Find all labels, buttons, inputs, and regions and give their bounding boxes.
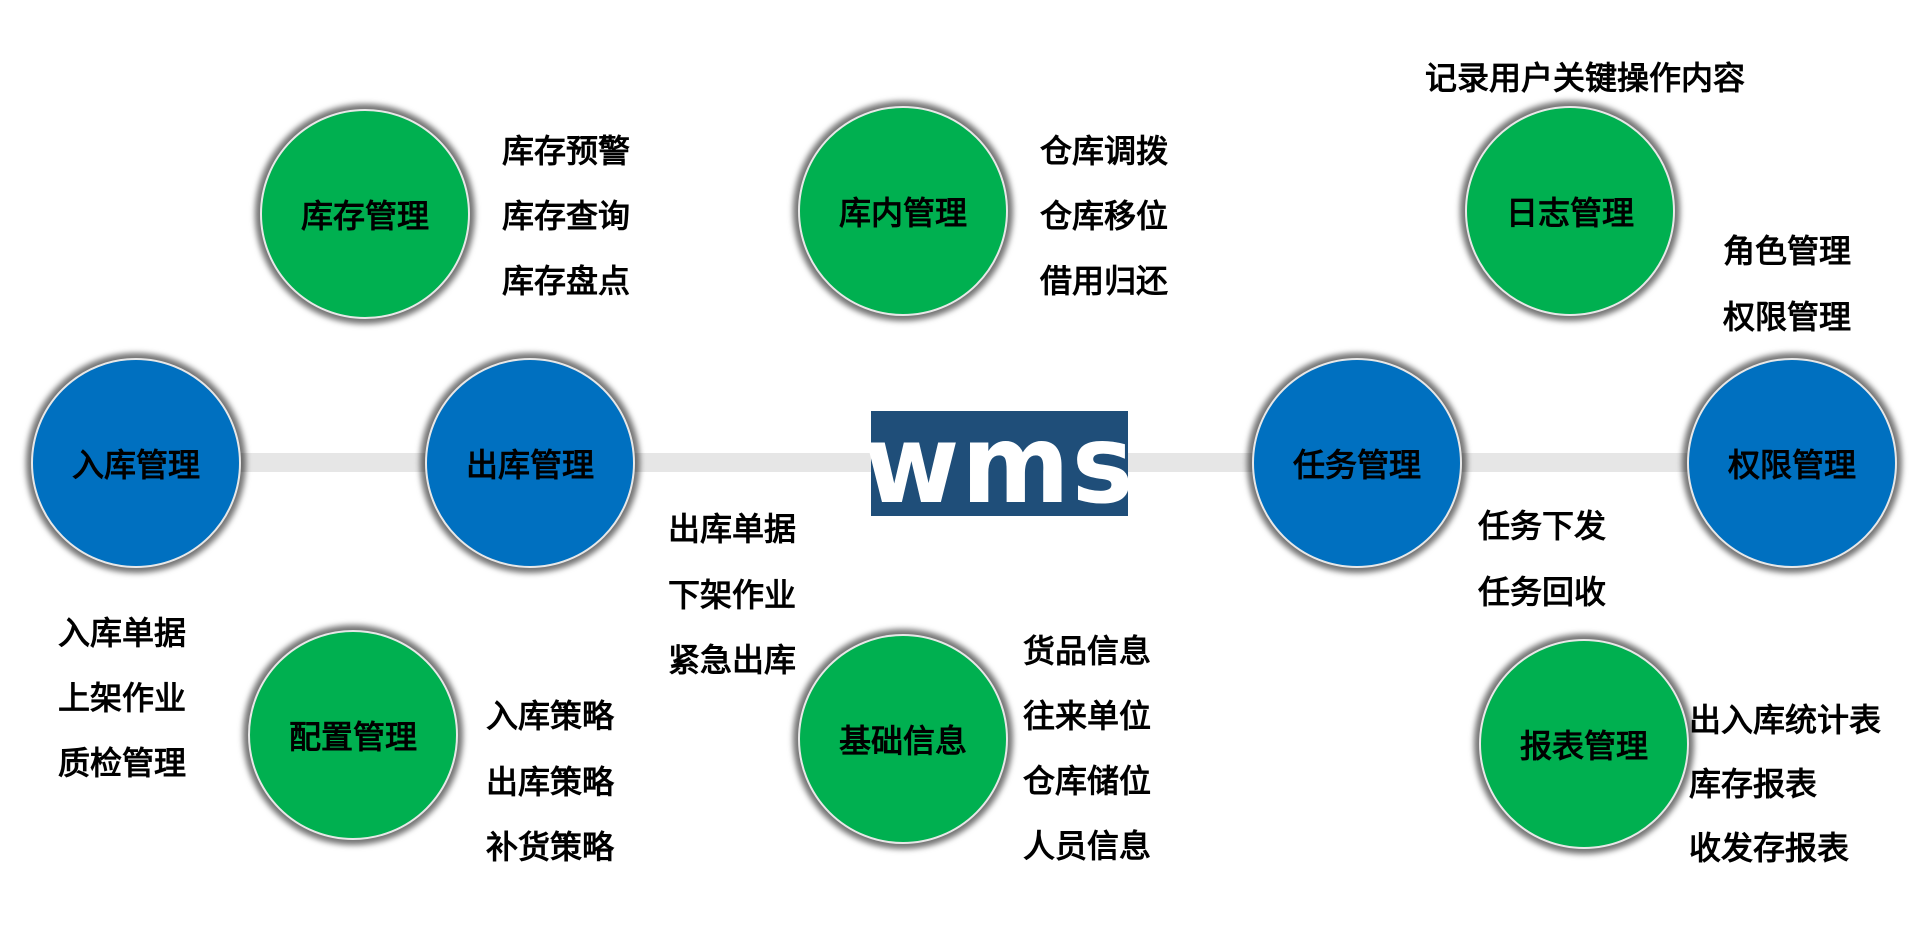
detail-item: 补货策略 [486,828,615,866]
detail-item: 入库策略 [486,697,615,735]
module-report: 报表管理 [1479,639,1689,849]
detail-item: 记录用户关键操作内容 [1425,59,1746,97]
detail-item: 库存查询 [502,197,631,235]
detail-item: 货品信息 [1023,632,1152,670]
detail-item: 出入库统计表 [1689,701,1882,739]
module-outbound: 出库管理 [425,358,635,568]
module-task: 任务管理 [1252,358,1462,568]
detail-item: 权限管理 [1723,298,1852,336]
detail-item: 仓库调拨 [1040,132,1169,170]
detail-item: 库存盘点 [502,262,631,300]
detail-item: 库存预警 [502,132,631,170]
detail-item: 入库单据 [58,614,187,652]
detail-item: 质检管理 [58,744,187,782]
module-permission: 权限管理 [1687,358,1897,568]
module-log: 日志管理 [1465,106,1675,316]
module-stock: 库存管理 [260,109,470,319]
detail-item: 往来单位 [1023,697,1152,735]
detail-item: 下架作业 [668,576,797,614]
detail-item: 收发存报表 [1689,829,1850,867]
detail-item: 上架作业 [58,679,187,717]
detail-item: 仓库移位 [1040,197,1169,235]
detail-item: 出库单据 [668,510,797,548]
module-basic: 基础信息 [798,634,1008,844]
module-inbound: 入库管理 [31,358,241,568]
wms-logo: wms [863,409,1133,518]
module-config: 配置管理 [248,630,458,840]
detail-item: 任务下发 [1478,507,1607,545]
detail-item: 出库策略 [486,763,615,801]
detail-item: 库存报表 [1689,765,1818,803]
detail-item: 仓库储位 [1023,762,1152,800]
detail-item: 借用归还 [1040,262,1169,300]
detail-item: 人员信息 [1023,827,1152,865]
logo-text: wms [863,399,1136,528]
detail-item: 任务回收 [1478,573,1607,611]
detail-item: 紧急出库 [668,641,797,679]
module-inside: 库内管理 [798,106,1008,316]
detail-item: 角色管理 [1723,232,1852,270]
